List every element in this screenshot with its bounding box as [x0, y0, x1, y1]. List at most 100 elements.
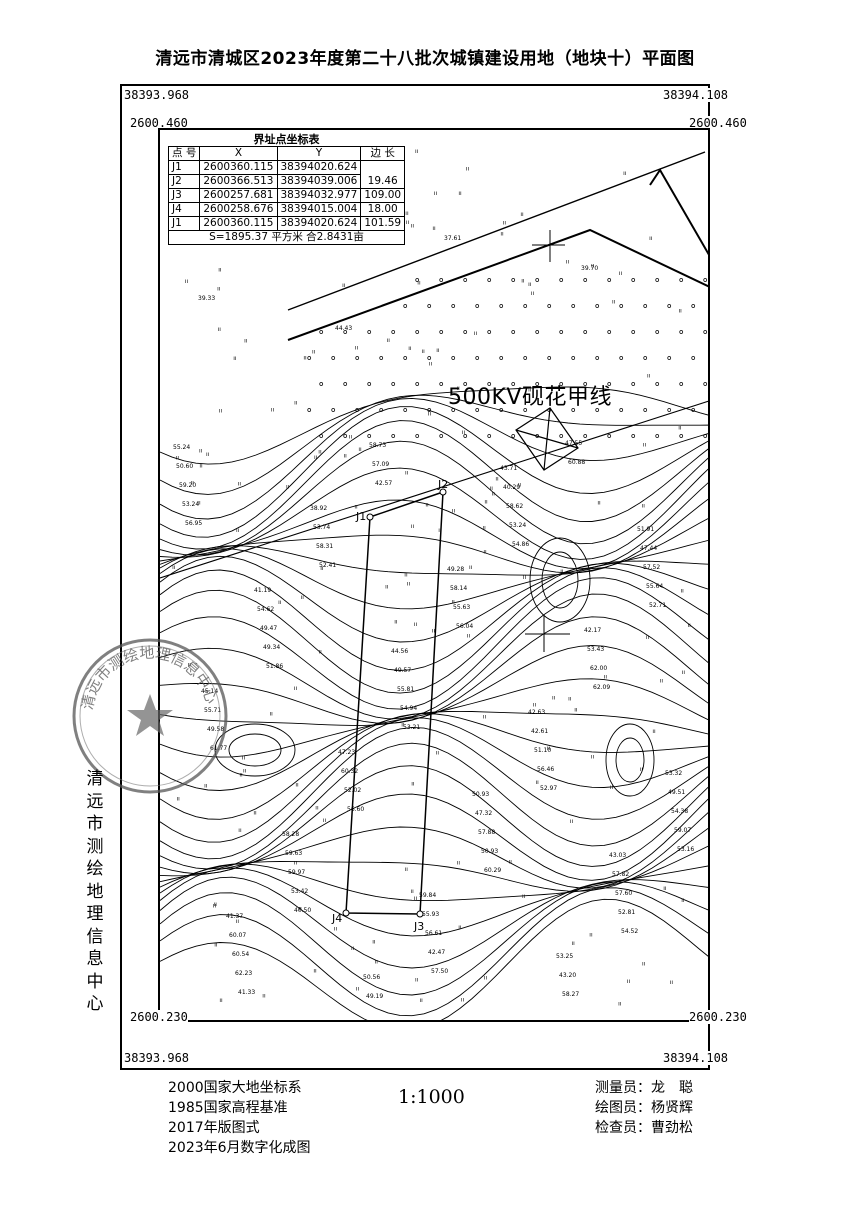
surveyor: 测量员：龙 聪	[595, 1080, 693, 1096]
contour-line	[160, 713, 708, 820]
vegetation-circle	[535, 382, 540, 386]
grass-symbol: ıı	[313, 968, 317, 975]
grass-symbol: ıı	[466, 166, 470, 173]
grass-symbol: ıı	[408, 345, 412, 352]
grass-symbol: ıı	[411, 888, 415, 895]
header-edge: 边 长	[360, 146, 406, 161]
header-point: 点 号	[167, 146, 201, 161]
edge-length: 18.00	[360, 202, 406, 217]
grass-symbol: ıı	[312, 349, 316, 356]
vegetation-circle	[319, 330, 324, 334]
coordinate-system: 2000国家大地坐标系	[168, 1080, 302, 1096]
grass-symbol: ıı	[218, 267, 222, 274]
vegetation-circle	[487, 434, 492, 438]
grass-symbol: ıı	[199, 462, 203, 469]
map-spec: 2017年版图式	[168, 1120, 260, 1136]
elevation-label: 47.32	[475, 810, 492, 817]
grass-symbol: ıı	[652, 728, 656, 735]
contour-line	[160, 518, 708, 576]
grass-symbol: ıı	[642, 503, 646, 510]
elevation-label: 47.23	[338, 749, 355, 756]
hill-contour	[228, 733, 282, 767]
elevation-label: 53.16	[677, 846, 694, 853]
point-label-j1: J1	[355, 510, 366, 523]
contour-line	[160, 406, 708, 538]
vegetation-circle	[571, 356, 576, 360]
elevation-label: 50.93	[481, 848, 498, 855]
vegetation-circle	[523, 304, 528, 308]
vegetation-circle	[667, 304, 672, 308]
grass-symbol: ıı	[238, 827, 242, 834]
vegetation-circle	[607, 330, 612, 334]
elevation-label: 49.51	[668, 789, 685, 796]
grass-symbol: ıı	[342, 282, 346, 289]
elevation-label: 58.31	[316, 543, 333, 550]
grass-symbol: ıı	[236, 527, 240, 534]
vegetation-circle	[475, 408, 480, 412]
grass-symbol: ıı	[591, 263, 595, 270]
grass-symbol: ıı	[334, 926, 338, 933]
grass-symbol: ıı	[503, 219, 507, 226]
vegetation-circle	[535, 278, 540, 282]
grass-symbol: ıı	[533, 701, 537, 708]
elevation-label: 55.81	[397, 686, 414, 693]
grass-symbol: ıı	[270, 711, 274, 718]
vegetation-circle	[331, 408, 336, 412]
grass-symbol: ıı	[522, 893, 526, 900]
vegetation-circle	[583, 382, 588, 386]
vegetation-circle	[439, 278, 444, 282]
grass-symbol: ıı	[670, 979, 674, 986]
elevation-label: 53.42	[291, 888, 308, 895]
grass-symbol: ıı	[219, 997, 223, 1004]
grass-symbol: ıı	[518, 482, 522, 489]
vegetation-circle	[391, 330, 396, 334]
grass-symbol: ıı	[531, 290, 535, 297]
vegetation-circle	[619, 356, 624, 360]
grass-symbol: ıı	[474, 330, 478, 337]
grass-symbol: ıı	[219, 408, 223, 415]
elevation-label: 44.56	[391, 648, 408, 655]
elevation-label: 58.62	[506, 503, 523, 510]
grass-symbol: ıı	[271, 407, 275, 414]
vegetation-circle	[403, 304, 408, 308]
vegetation-circle	[559, 330, 564, 334]
corner-bottom-right-y: 38394.108	[663, 1051, 729, 1065]
grass-symbol: ıı	[523, 574, 527, 581]
row-point: J3	[167, 188, 201, 203]
elevation-label: 58.28	[282, 831, 299, 838]
grass-symbol: ıı	[432, 225, 436, 232]
row-point: J1	[167, 216, 201, 231]
elevation-label: 51.10	[534, 747, 551, 754]
grass-symbol: ıı	[528, 387, 532, 394]
contour-line	[160, 467, 708, 560]
elevation-label: 60.29	[484, 867, 501, 874]
grass-symbol: ıı	[452, 598, 456, 605]
grass-symbol: ıı	[604, 673, 608, 680]
road-line	[287, 228, 708, 341]
grass-symbol: ıı	[643, 441, 647, 448]
contour-line	[160, 726, 708, 860]
vegetation-circle	[367, 330, 372, 334]
elevation-label: 53.24	[509, 522, 526, 529]
grass-symbol: ıı	[344, 452, 348, 459]
grass-symbol: ıı	[405, 210, 409, 217]
elevation-label: 53.43	[587, 646, 604, 653]
grass-symbol: ıı	[239, 772, 243, 779]
row-y: 38394032.977	[276, 188, 362, 203]
elevation-label: 41.33	[238, 989, 255, 996]
contour-line	[160, 845, 708, 902]
vegetation-circle	[343, 382, 348, 386]
elevation-label: 50.56	[363, 974, 380, 981]
elevation-label: 39.33	[198, 295, 215, 302]
grass-symbol: ıı	[429, 361, 433, 368]
elevation-label: 57.60	[615, 890, 632, 897]
grass-symbol: ıı	[401, 722, 405, 729]
elevation-label: 60.07	[229, 932, 246, 939]
grass-symbol: ıı	[678, 424, 682, 431]
row-point: J2	[167, 174, 201, 189]
grass-symbol: ıı	[405, 866, 409, 873]
elevation-label: 37.61	[444, 235, 461, 242]
grass-symbol: ıı	[597, 499, 601, 506]
point-j3-marker	[416, 910, 424, 918]
vegetation-circle	[679, 278, 684, 282]
